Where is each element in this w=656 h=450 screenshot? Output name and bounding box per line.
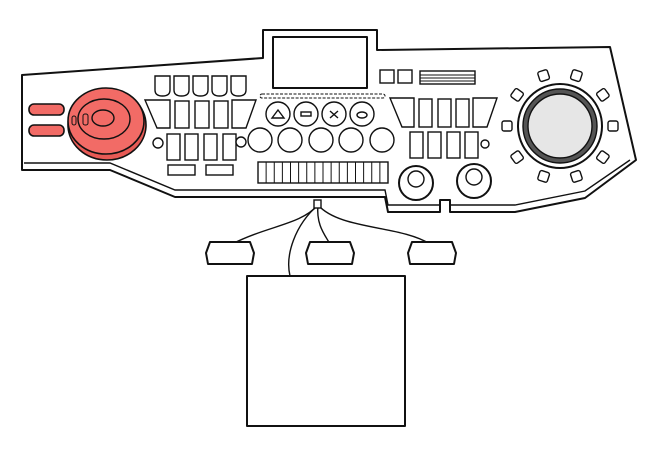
mid-button-3[interactable] xyxy=(213,100,229,129)
ring-button-2[interactable] xyxy=(595,87,610,102)
small-knob-right-deck[interactable] xyxy=(480,139,490,149)
striped-display xyxy=(419,70,476,85)
display-screen xyxy=(272,36,368,89)
top-key-4[interactable] xyxy=(211,75,228,97)
circle-icon xyxy=(356,111,368,119)
transport-button-2[interactable] xyxy=(293,101,319,127)
ring-button-3[interactable] xyxy=(607,120,619,132)
ring-button-4[interactable] xyxy=(595,150,610,165)
body-edge xyxy=(24,159,631,206)
foot-pedal-3[interactable] xyxy=(407,241,457,265)
ring-button-9[interactable] xyxy=(510,87,525,102)
ring-button-6[interactable] xyxy=(537,169,551,183)
mid-button-1[interactable] xyxy=(174,100,190,129)
bar-button-1[interactable] xyxy=(167,164,196,176)
cable-right-pedal xyxy=(317,204,431,245)
right-mid-button-2[interactable] xyxy=(437,98,452,128)
bar-button-2[interactable] xyxy=(205,164,234,176)
red-slider-top[interactable] xyxy=(28,103,65,116)
small-knob-left[interactable] xyxy=(152,137,164,149)
ring-button-10[interactable] xyxy=(537,69,551,83)
foot-pedal-1[interactable] xyxy=(205,241,255,265)
red-slider-bottom[interactable] xyxy=(28,124,65,137)
right-lower-button-3[interactable] xyxy=(446,131,461,159)
ring-button-5[interactable] xyxy=(569,169,583,183)
lower-button-2[interactable] xyxy=(184,133,199,161)
top-key-5[interactable] xyxy=(230,75,247,97)
round-button-4[interactable] xyxy=(338,127,364,153)
jog-wheel-left[interactable] xyxy=(67,87,147,161)
x-icon xyxy=(329,110,339,119)
small-button-2[interactable] xyxy=(397,69,413,84)
round-button-1[interactable] xyxy=(247,127,273,153)
cable-left-pedal xyxy=(231,204,319,245)
ring-button-8[interactable] xyxy=(501,120,513,132)
cable-connector xyxy=(313,199,322,209)
round-button-2[interactable] xyxy=(277,127,303,153)
ring-button-1[interactable] xyxy=(569,69,583,83)
mid-button-2[interactable] xyxy=(194,100,210,129)
red-sliders xyxy=(28,103,65,137)
small-knob-right[interactable] xyxy=(235,136,247,148)
triangle-icon xyxy=(270,108,286,119)
round-button-3[interactable] xyxy=(308,127,334,153)
knob-cap xyxy=(465,168,483,186)
foot-pedal-2[interactable] xyxy=(305,241,355,265)
right-lower-button-2[interactable] xyxy=(427,131,442,159)
transport-button-1[interactable] xyxy=(265,101,291,127)
lower-button-4[interactable] xyxy=(222,133,237,161)
lower-button-3[interactable] xyxy=(203,133,218,161)
small-button-1[interactable] xyxy=(379,69,395,84)
lower-button-1[interactable] xyxy=(166,133,181,161)
right-lower-button-1[interactable] xyxy=(409,131,424,159)
cables xyxy=(231,199,431,277)
trapezoid-button-right-deck-right[interactable] xyxy=(472,97,498,128)
cable-pad xyxy=(288,204,319,277)
jog-wheel-right[interactable] xyxy=(517,83,603,169)
right-lower-button-4[interactable] xyxy=(464,131,479,159)
trapezoid-button-right[interactable] xyxy=(231,99,257,129)
led-strip xyxy=(259,93,386,99)
transport-button-4[interactable] xyxy=(349,101,375,127)
round-button-5[interactable] xyxy=(369,127,395,153)
knob-cap xyxy=(407,170,425,188)
minus-icon xyxy=(300,111,312,117)
top-key-1[interactable] xyxy=(154,75,171,97)
right-mid-button-1[interactable] xyxy=(418,98,433,128)
top-key-3[interactable] xyxy=(192,75,209,97)
ring-button-7[interactable] xyxy=(510,150,525,165)
drum-pad-unit xyxy=(246,275,406,427)
top-key-2[interactable] xyxy=(173,75,190,97)
right-mid-button-3[interactable] xyxy=(455,98,470,128)
trapezoid-button-left[interactable] xyxy=(143,99,171,129)
trapezoid-button-right-deck-left[interactable] xyxy=(388,97,415,128)
